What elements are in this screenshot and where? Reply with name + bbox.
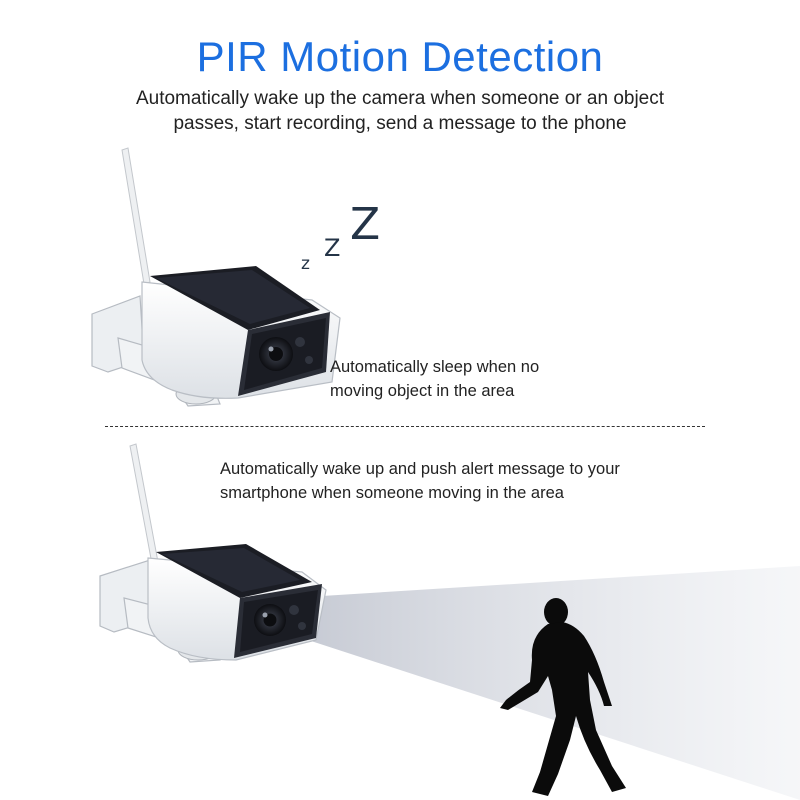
sleep-caption-line-1: Automatically sleep when no <box>330 358 540 376</box>
section-divider <box>105 426 705 427</box>
sleep-caption-line-2: moving object in the area <box>330 382 515 400</box>
sleep-z-medium: Z <box>324 234 341 262</box>
wake-caption-line-2: smartphone when someone moving in the ar… <box>220 484 564 502</box>
sleep-z-small: z <box>301 254 310 274</box>
awake-camera <box>99 443 327 663</box>
wake-caption: Automatically wake up and push alert mes… <box>220 457 620 505</box>
page-subtitle: Automatically wake up the camera when so… <box>60 86 740 136</box>
sleep-caption: Automatically sleep when no moving objec… <box>330 355 539 403</box>
wake-caption-line-1: Automatically wake up and push alert mes… <box>220 460 620 478</box>
walking-person-silhouette <box>500 598 626 796</box>
antenna <box>121 147 151 285</box>
subtitle-line-2: passes, start recording, send a message … <box>173 113 627 134</box>
antenna <box>129 443 159 565</box>
sleep-z-large: Z <box>350 199 381 250</box>
sleeping-camera <box>91 147 341 407</box>
page-title: PIR Motion Detection <box>196 33 604 81</box>
subtitle-line-1: Automatically wake up the camera when so… <box>135 88 665 109</box>
